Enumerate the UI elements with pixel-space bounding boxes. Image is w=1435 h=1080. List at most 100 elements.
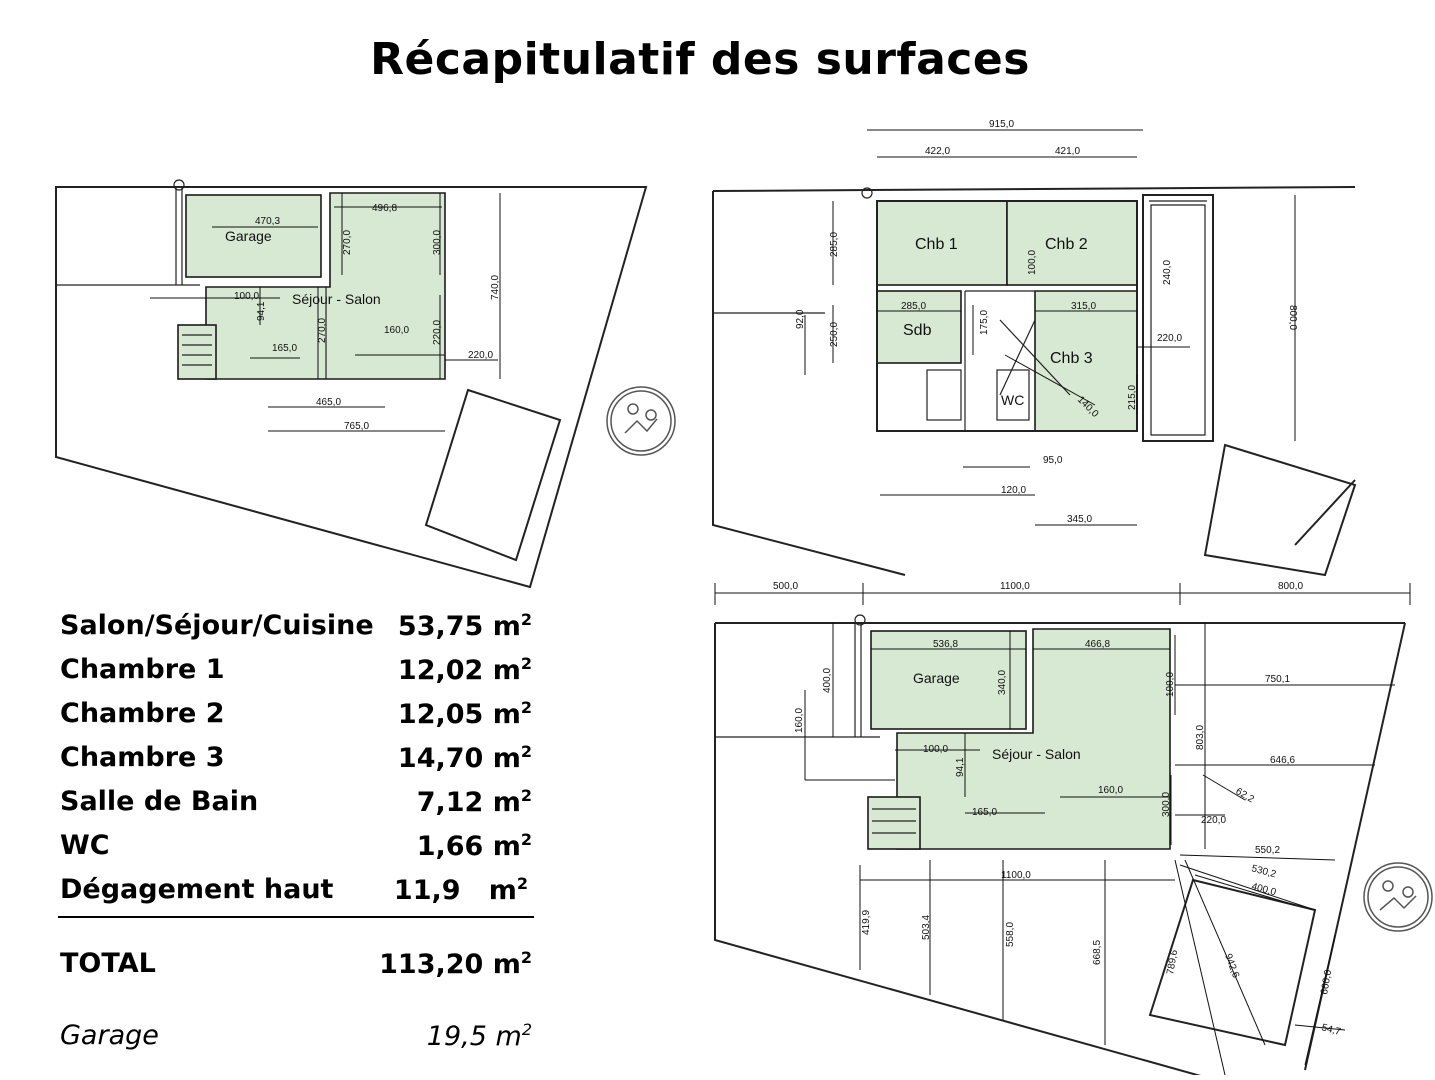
dim-label: 942,6 bbox=[1222, 952, 1241, 980]
garage-label: Garage bbox=[913, 670, 960, 686]
surface-label: Chambre 3 bbox=[60, 742, 225, 773]
surface-label: Chambre 2 bbox=[60, 698, 225, 729]
surface-row: Dégagement haut 11,9 m2 bbox=[58, 872, 534, 918]
chb1-label: Chb 1 bbox=[915, 236, 958, 253]
dim-label: 421,0 bbox=[1055, 146, 1080, 157]
dim-label: 165,0 bbox=[272, 343, 297, 354]
stair-block bbox=[867, 796, 921, 850]
dim-label: 100,0 bbox=[923, 744, 948, 755]
surface-row: Chambre 2 12,05 m2 bbox=[58, 696, 538, 740]
surface-row: WC 1,66 m2 bbox=[58, 828, 538, 872]
plot-boundary bbox=[714, 623, 1201, 1075]
dim-label: 165,0 bbox=[972, 807, 997, 818]
compass-icon bbox=[606, 386, 676, 456]
dim-label: 160,0 bbox=[384, 325, 409, 336]
dim-label: 400,0 bbox=[822, 668, 833, 693]
total-row: TOTAL 113,20 m2 bbox=[58, 946, 538, 990]
dim-label: 1100,0 bbox=[1000, 581, 1030, 592]
surface-value: 11,9 m2 bbox=[393, 874, 528, 906]
dim-label: 558,0 bbox=[1005, 922, 1016, 947]
chb2-room bbox=[1006, 200, 1138, 286]
dim-label: 422,0 bbox=[925, 146, 950, 157]
dim-label: 503,4 bbox=[921, 915, 932, 940]
surface-label: WC bbox=[60, 830, 110, 861]
sdb-room bbox=[876, 290, 962, 364]
dim-label: 94,1 bbox=[955, 757, 966, 777]
surface-value: 12,02 m2 bbox=[397, 654, 532, 686]
dim-label: 550,2 bbox=[1255, 845, 1280, 856]
dim-label: 220,0 bbox=[432, 320, 443, 345]
terrace-outline bbox=[1148, 878, 1317, 1047]
dim-label: 419,9 bbox=[861, 910, 872, 935]
surface-row: Salon/Séjour/Cuisine 53,75 m2 bbox=[58, 608, 538, 652]
page-title: Récapitulatif des surfaces bbox=[370, 34, 1030, 85]
terrace-outline bbox=[1203, 443, 1357, 577]
dim-label: 100,0 bbox=[234, 291, 259, 302]
surface-label: Dégagement haut bbox=[60, 874, 334, 905]
plot-boundary bbox=[55, 186, 648, 589]
dim-label: 285,0 bbox=[901, 301, 926, 312]
sdb-label: Sdb bbox=[903, 322, 932, 339]
surface-label: Salon/Séjour/Cuisine bbox=[60, 610, 374, 641]
dim-label: 915,0 bbox=[989, 119, 1014, 130]
surface-row: Chambre 3 14,70 m2 bbox=[58, 740, 538, 784]
dim-label: 95,0 bbox=[1043, 455, 1063, 466]
dim-label: 789,6 bbox=[1165, 949, 1180, 976]
dim-label: 160,0 bbox=[1098, 785, 1123, 796]
compass-icon bbox=[1363, 862, 1433, 932]
garage-label: Garage bbox=[225, 228, 272, 244]
dim-label: 496,8 bbox=[372, 203, 397, 214]
garage-label: Garage bbox=[60, 1020, 159, 1051]
dim-label: 530,2 bbox=[1250, 863, 1277, 880]
dim-label: 470,3 bbox=[255, 216, 280, 227]
dim-label: 62,2 bbox=[1234, 786, 1257, 805]
dim-label: 465,0 bbox=[316, 397, 341, 408]
dim-label: 536,8 bbox=[933, 639, 958, 650]
garage-row: Garage 19,5 m2 bbox=[58, 1018, 538, 1062]
surface-value: 53,75 m2 bbox=[397, 610, 532, 642]
dim-label: 270,0 bbox=[317, 318, 328, 343]
dim-label: 220,0 bbox=[1157, 333, 1182, 344]
stair-block bbox=[177, 324, 217, 380]
chb2-label: Chb 2 bbox=[1045, 236, 1088, 253]
dim-label: 800,0 bbox=[1287, 305, 1298, 330]
chb3-label: Chb 3 bbox=[1050, 350, 1093, 367]
total-label: TOTAL bbox=[60, 948, 156, 979]
dim-label: 315,0 bbox=[1071, 301, 1096, 312]
surface-summary: Salon/Séjour/Cuisine 53,75 m2 Chambre 1 … bbox=[58, 608, 538, 1062]
site-plan: Garage Séjour - Salon 500,0 1100,0 800,0… bbox=[705, 575, 1430, 1075]
dim-label: 500,0 bbox=[773, 581, 798, 592]
dim-label: 765,0 bbox=[344, 421, 369, 432]
terrace-outline bbox=[424, 388, 562, 562]
dim-label: 646,6 bbox=[1270, 755, 1295, 766]
dim-label: 175,0 bbox=[979, 310, 990, 335]
surface-row: Salle de Bain 7,12 m2 bbox=[58, 784, 538, 828]
dim-label: 803,0 bbox=[1195, 725, 1206, 750]
surface-value: 1,66 m2 bbox=[416, 830, 532, 862]
dim-label: 340,0 bbox=[997, 670, 1008, 695]
dim-label: 240,0 bbox=[1162, 260, 1173, 285]
ground-floor-plan: Garage Séjour - Salon 470,3 496,8 270,0 … bbox=[50, 175, 690, 595]
surface-label: Salle de Bain bbox=[60, 786, 259, 817]
dim-label: 660,0 bbox=[1319, 969, 1334, 996]
surface-label: Chambre 1 bbox=[60, 654, 225, 685]
dim-label: 100,0 bbox=[1027, 250, 1038, 275]
plot-boundary bbox=[712, 191, 906, 576]
dim-label: 750,1 bbox=[1265, 674, 1290, 685]
dim-label: 285,0 bbox=[829, 232, 840, 257]
garage-room bbox=[185, 194, 322, 278]
dim-label: 250,0 bbox=[829, 322, 840, 347]
surface-value: 14,70 m2 bbox=[397, 742, 532, 774]
dim-label: 300,0 bbox=[432, 230, 443, 255]
sejour-label: Séjour - Salon bbox=[992, 746, 1081, 762]
garage-room bbox=[870, 630, 1027, 730]
dim-label: 466,8 bbox=[1085, 639, 1110, 650]
upper-floor-plan: Chb 1 Chb 2 Sdb Chb 3 WC 915,0 422,0 421… bbox=[705, 115, 1365, 580]
dim-label: 54,7 bbox=[1320, 1022, 1342, 1038]
dim-label: 220,0 bbox=[1201, 815, 1226, 826]
dim-label: 160,0 bbox=[794, 708, 805, 733]
surface-row: Chambre 1 12,02 m2 bbox=[58, 652, 538, 696]
dim-label: 92,0 bbox=[795, 309, 806, 329]
dim-label: 740,0 bbox=[490, 275, 501, 300]
dim-label: 270,0 bbox=[342, 230, 353, 255]
